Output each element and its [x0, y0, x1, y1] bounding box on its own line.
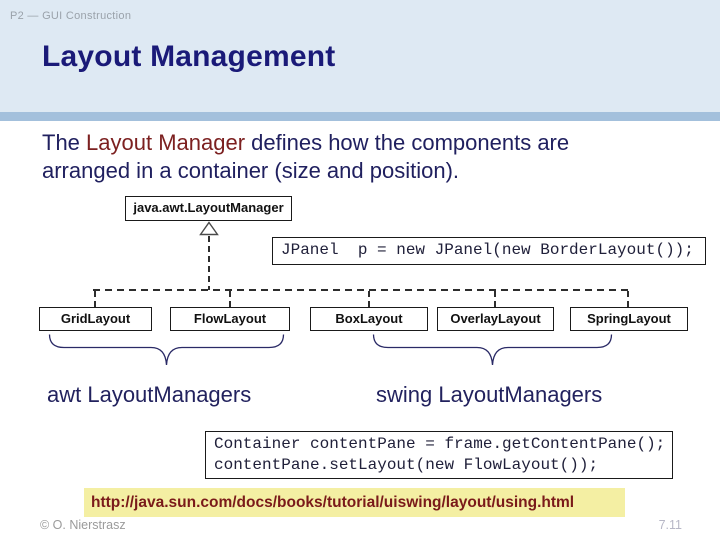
connector-tick	[229, 291, 231, 307]
course-kicker: P2 — GUI Construction	[10, 10, 132, 22]
connector-tick	[494, 291, 496, 307]
awt-group-label: awt LayoutManagers	[47, 382, 252, 407]
header-band	[0, 0, 720, 112]
class-box-boxlayout: BoxLayout	[310, 307, 428, 331]
swing-group-brace	[372, 334, 613, 366]
connector-tick	[627, 291, 629, 307]
class-box-springlayout: SpringLayout	[570, 307, 688, 331]
code-line-2: contentPane.setLayout(new FlowLayout());	[214, 456, 599, 474]
awt-group-brace	[48, 334, 285, 366]
body-line2: arranged in a container (size and positi…	[42, 158, 460, 183]
body-line1-rest: defines how the components are	[245, 130, 570, 155]
body-line1-pre: The	[42, 130, 87, 155]
connector-tick	[94, 291, 96, 307]
footer-page-number: 7.11	[658, 518, 682, 532]
class-box-gridlayout: GridLayout	[39, 307, 152, 331]
class-box-flowlayout: FlowLayout	[170, 307, 290, 331]
body-term-highlight: Layout Manager	[86, 130, 246, 155]
jpanel-code-box: JPanel p = new JPanel(new BorderLayout()…	[272, 237, 706, 265]
inheritance-dashed-line	[208, 236, 210, 290]
divider-bar	[0, 112, 720, 121]
class-box-overlaylayout: OverlayLayout	[437, 307, 554, 331]
tutorial-link[interactable]: http://java.sun.com/docs/books/tutorial/…	[84, 488, 625, 517]
swing-group-label: swing LayoutManagers	[376, 382, 603, 407]
body-paragraph: The Layout Manager defines how the compo…	[42, 129, 569, 185]
class-box-layoutmanager: java.awt.LayoutManager	[125, 196, 292, 221]
inheritance-triangle-icon	[199, 221, 219, 236]
subclass-connector-line	[93, 289, 629, 291]
code-line-1: Container contentPane = frame.getContent…	[214, 435, 666, 453]
connector-tick	[368, 291, 370, 307]
footer-author: © O. Nierstrasz	[40, 518, 126, 532]
page-title: Layout Management	[42, 40, 336, 73]
contentpane-code-box: Container contentPane = frame.getContent…	[205, 431, 673, 479]
